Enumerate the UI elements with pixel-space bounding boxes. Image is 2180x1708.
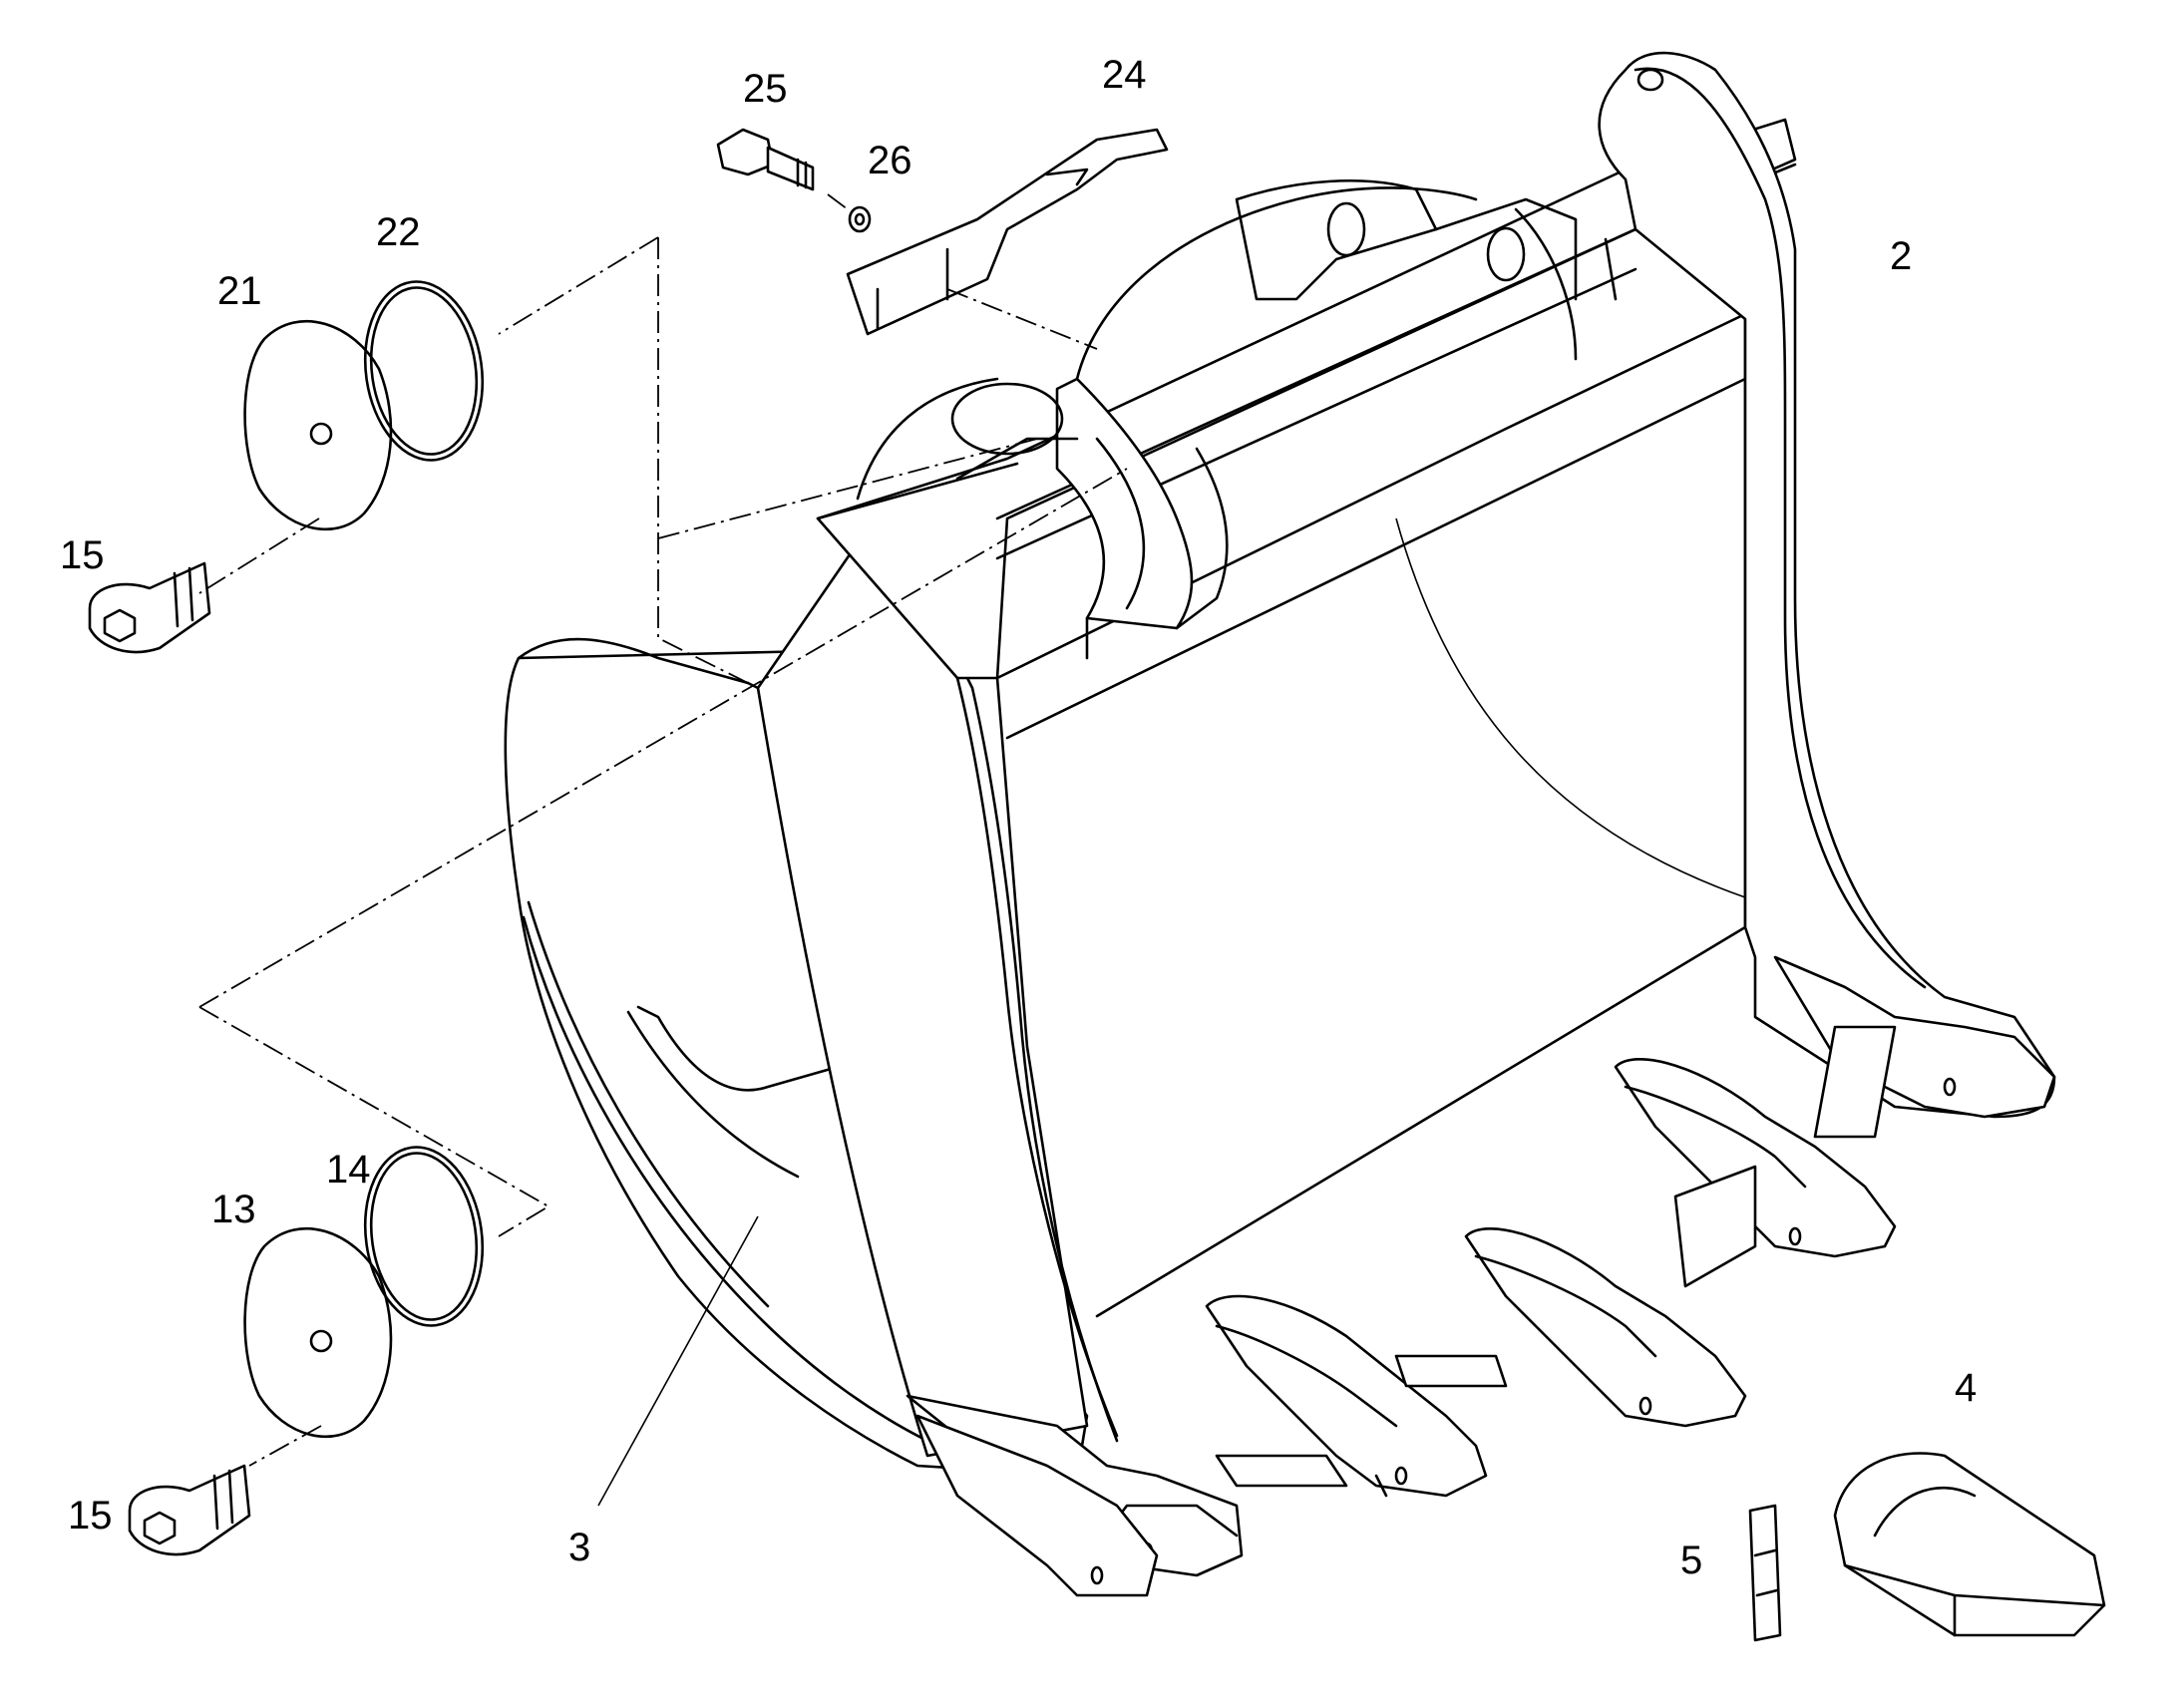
callout-21: 21 xyxy=(217,269,262,313)
cap-screw-lower xyxy=(128,1464,251,1556)
callout-13: 13 xyxy=(211,1188,256,1231)
callout-15-lower: 15 xyxy=(68,1494,113,1537)
leader-line-3 xyxy=(597,1215,759,1507)
bolt-part xyxy=(716,128,815,191)
cover-plate-lower xyxy=(243,1227,393,1439)
callout-15-upper: 15 xyxy=(60,533,105,577)
callout-5: 5 xyxy=(1680,1538,1702,1582)
callout-22: 22 xyxy=(376,210,421,254)
washer-part xyxy=(848,205,872,233)
o-ring-lower xyxy=(363,1146,485,1327)
cover-plate-upper xyxy=(243,320,393,531)
retainer-pin-part xyxy=(1748,1504,1782,1642)
tooth-tip-part xyxy=(1833,1452,2106,1637)
assembly-lines xyxy=(198,193,1128,1467)
callout-4: 4 xyxy=(1955,1366,1977,1410)
callout-26: 26 xyxy=(868,139,912,182)
callout-25: 25 xyxy=(743,67,788,111)
callout-labels: 2 3 4 5 13 14 15 15 21 22 24 25 26 xyxy=(60,53,1977,1582)
callout-3: 3 xyxy=(568,1526,590,1569)
callout-24: 24 xyxy=(1102,53,1147,97)
callout-14: 14 xyxy=(326,1148,371,1192)
bucket-body xyxy=(504,51,2056,1478)
callout-2: 2 xyxy=(1890,234,1912,278)
cap-screw-upper xyxy=(88,561,211,654)
bracket-part xyxy=(846,128,1169,336)
teeth-row xyxy=(906,955,2056,1597)
o-ring-upper xyxy=(363,280,485,462)
